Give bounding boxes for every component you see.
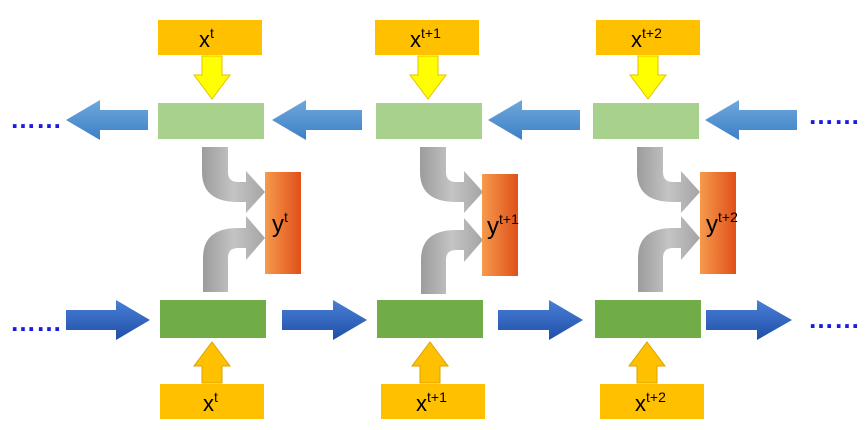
backward-arrow-2 — [488, 100, 580, 140]
output-box-t — [265, 172, 301, 274]
input-label-bottom-t: xt — [203, 389, 218, 416]
output-label-t-plus-1: yt+1 — [487, 211, 519, 240]
forward-arrow-1 — [282, 300, 367, 340]
input-box-bottom-t — [160, 384, 264, 419]
input-box-top-t-plus-1 — [375, 20, 479, 55]
output-box-t-plus-2 — [700, 172, 736, 274]
forward-hidden-t-plus-2 — [595, 300, 701, 338]
gray-arrow-up-t-plus-1 — [421, 218, 483, 294]
forward-arrow-0 — [66, 300, 150, 340]
input-box-top-t — [158, 20, 262, 55]
forward-hidden-t — [160, 300, 266, 338]
backward-arrow-1 — [272, 100, 362, 140]
input-arrow-up-t-plus-2 — [628, 341, 666, 384]
input-box-bottom-t-plus-1 — [381, 384, 485, 419]
gray-arrow-down-t-plus-2 — [637, 147, 700, 213]
ellipsis-top-left: …… — [10, 104, 62, 134]
input-label-bottom-t-plus-2: xt+2 — [635, 389, 666, 416]
step-t-plus-1: xt+1 yt+1 xt+1 — [375, 20, 519, 419]
backward-arrow-0 — [66, 100, 148, 140]
input-box-top-t-plus-2 — [596, 20, 700, 55]
ellipsis-bottom-right: …… — [808, 304, 860, 334]
backward-hidden-t-plus-1 — [376, 103, 482, 139]
input-label-top-t-plus-2: xt+2 — [631, 25, 662, 52]
input-label-top-t: xt — [199, 25, 214, 52]
gray-arrow-down-t — [202, 147, 265, 213]
backward-arrow-3 — [705, 100, 797, 140]
output-label-t: yt — [272, 209, 288, 238]
input-arrow-up-t — [193, 341, 231, 384]
ellipsis-bottom-left: …… — [10, 307, 62, 337]
ellipsis-top-right: …… — [808, 100, 860, 130]
input-arrow-up-t-plus-1 — [411, 341, 449, 384]
input-label-bottom-t-plus-1: xt+1 — [416, 389, 447, 416]
input-label-top-t-plus-1: xt+1 — [410, 25, 441, 52]
input-arrow-down-t-plus-2 — [629, 55, 667, 100]
forward-arrow-3 — [706, 300, 792, 340]
gray-arrow-up-t — [203, 216, 265, 292]
backward-hidden-t — [158, 103, 264, 139]
step-t-plus-2: xt+2 yt+2 xt+2 — [593, 20, 738, 419]
step-t: xt yt xt — [158, 20, 301, 419]
input-box-bottom-t-plus-2 — [600, 384, 704, 419]
input-arrow-down-t-plus-1 — [409, 55, 447, 100]
output-box-t-plus-1 — [482, 174, 518, 276]
gray-arrow-down-t-plus-1 — [420, 147, 483, 213]
gray-arrow-up-t-plus-2 — [638, 216, 700, 292]
forward-hidden-t-plus-1 — [377, 300, 483, 338]
backward-hidden-t-plus-2 — [593, 103, 699, 139]
input-arrow-down-t — [193, 55, 231, 100]
output-label-t-plus-2: yt+2 — [706, 209, 738, 238]
forward-arrow-2 — [498, 300, 583, 340]
